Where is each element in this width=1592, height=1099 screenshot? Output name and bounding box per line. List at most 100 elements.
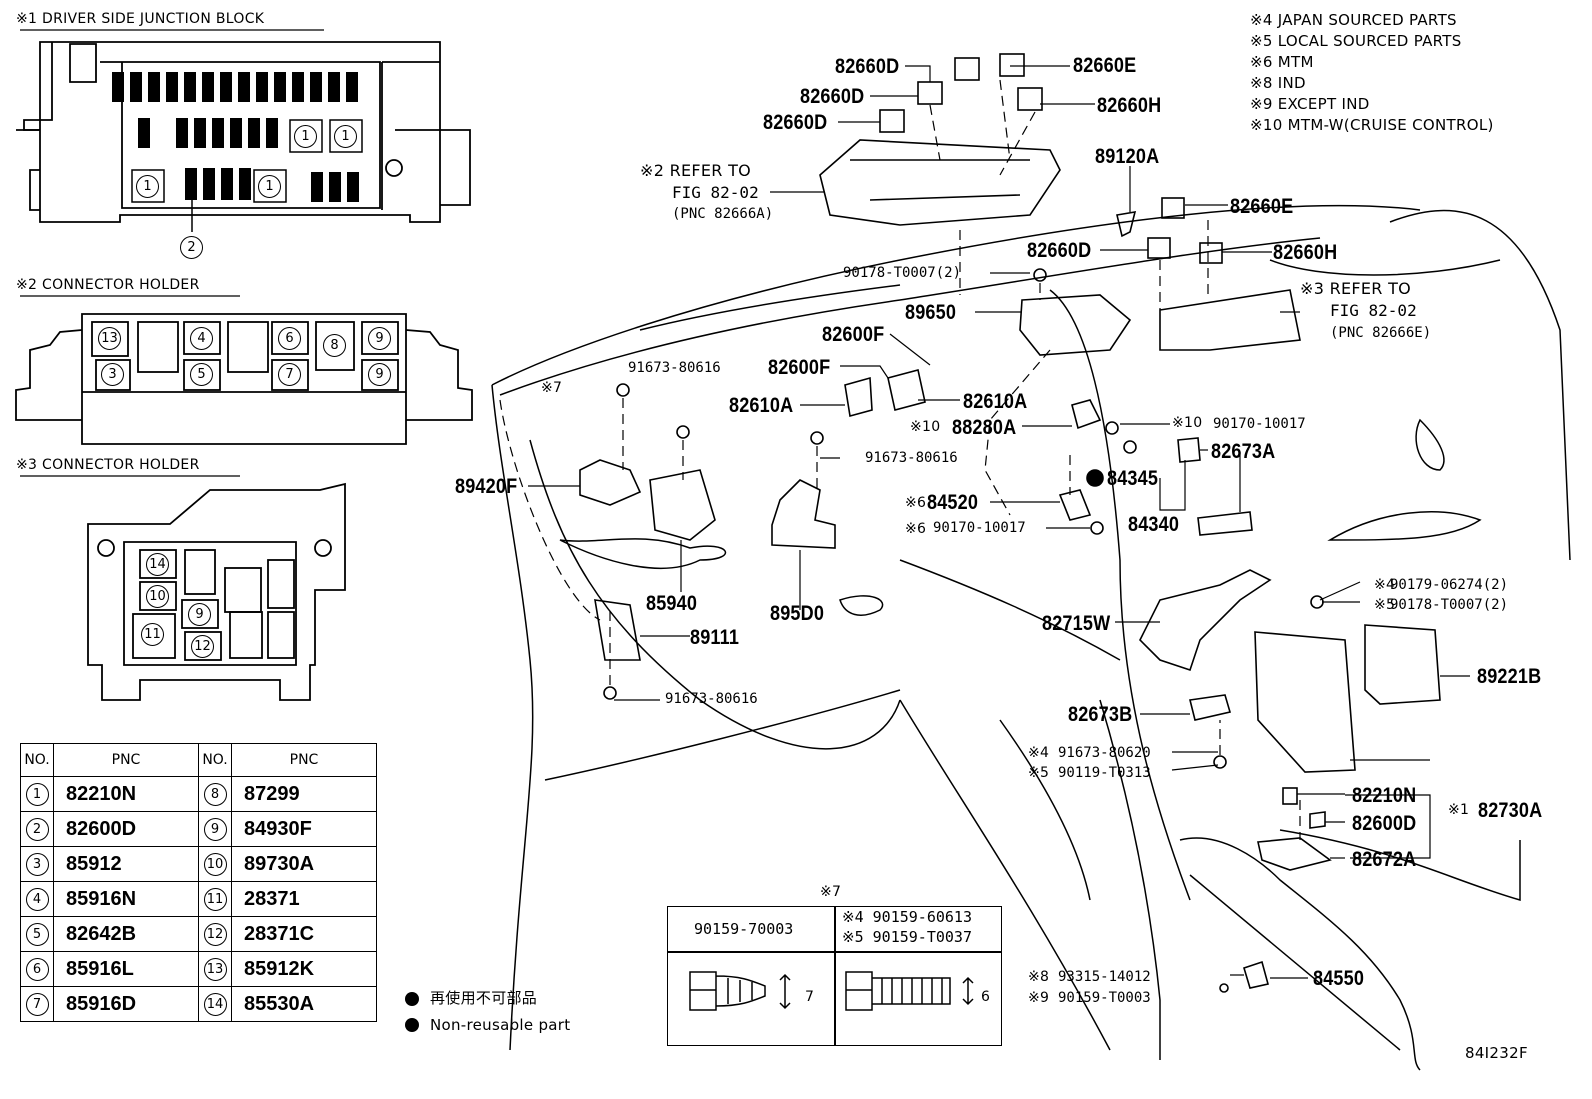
part-85940[interactable]: 85940 [646,592,698,615]
table-row: 7 85916D 14 85530A [20,986,377,1022]
jb-callout: 1 [258,175,281,198]
part-88280A[interactable]: 88280A [952,416,1017,439]
part-89120A[interactable]: 89120A [1095,145,1160,168]
holder2-callout: 3 [101,363,124,386]
row-no: 10 [203,852,227,876]
ref-fig-82-02-a: ※2 REFER TO [640,161,752,180]
holder2-callout: 9 [368,363,391,386]
part-84345[interactable]: 84345 [1107,467,1159,490]
small-part-90170[interactable]: 90170-10017 [933,520,1026,536]
row-pnc[interactable]: 85912K [231,951,377,987]
pnc-table: NO. PNC NO. PNC 1 82210N 8 87299 2 82600… [20,743,377,1022]
part-82660D[interactable]: 82660D [763,111,828,134]
part-895D0[interactable]: 895D0 [770,602,825,625]
row-pnc[interactable]: 89730A [231,846,377,882]
marker-4: ※4 [1028,745,1050,761]
row-pnc[interactable]: 87299 [231,776,377,812]
table-row: 6 85916L 13 85912K [20,951,377,987]
marker-8: ※8 [1028,969,1050,985]
dashboard-outline-drawing [491,204,1571,1071]
row-no: 7 [25,992,49,1016]
part-82672A[interactable]: 82672A [1352,848,1417,871]
junction-block-fuses [112,72,359,202]
part-82730A[interactable]: 82730A [1478,799,1543,822]
row-no: 14 [203,992,227,1016]
row-pnc[interactable]: 28371 [231,881,377,917]
part-82660D[interactable]: 82660D [800,85,865,108]
small-part-90119[interactable]: 90119-T0313 [1058,765,1151,781]
small-part-91673[interactable]: 91673-80616 [865,450,958,466]
small-part-93315[interactable]: 93315-14012 [1058,969,1151,985]
row-pnc[interactable]: 82210N [53,776,199,812]
connector-holder-2-title: ※2 CONNECTOR HOLDER [16,277,200,293]
part-82600F[interactable]: 82600F [768,356,831,379]
jb-callout: 2 [180,236,203,259]
marker-5: ※5 [1374,597,1396,613]
small-part-90179[interactable]: 90179-06274(2) [1390,577,1509,593]
bolt-left-part[interactable]: 90159-70003 [694,920,794,938]
row-no: 2 [25,817,49,841]
row-pnc[interactable]: 28371C [231,916,377,952]
ref-fig-82-02-e-pnc: (PNC 82666E) [1330,325,1432,341]
small-part-91673[interactable]: 91673-80616 [628,360,721,376]
marker-6: ※6 [905,521,927,537]
marker-1: ※1 [1448,802,1470,818]
part-82660D[interactable]: 82660D [1027,239,1092,262]
part-82660H[interactable]: 82660H [1273,241,1338,264]
note-local-sourced: ※5 LOCAL SOURCED PARTS [1250,32,1462,50]
row-pnc[interactable]: 85912 [53,846,199,882]
part-89221B[interactable]: 89221B [1477,665,1542,688]
jb-callout: 1 [334,125,357,148]
ref-fig-82-02-e-fig: FIG 82-02 [1330,301,1417,320]
part-89420F[interactable]: 89420F [455,475,518,498]
small-part-90170[interactable]: 90170-10017 [1213,416,1306,432]
part-89111[interactable]: 89111 [690,626,740,649]
part-82610A[interactable]: 82610A [963,390,1028,413]
note-except-ind: ※9 EXCEPT IND [1250,95,1370,113]
part-84340[interactable]: 84340 [1128,513,1180,536]
holder2-callout: 4 [190,327,213,350]
part-84550[interactable]: 84550 [1313,967,1365,990]
bolt-right-part-a[interactable]: ※4 90159-60613 [842,908,972,926]
table-header-pnc: PNC [53,743,199,777]
part-82660E[interactable]: 82660E [1073,54,1137,77]
note-ind: ※8 IND [1250,74,1306,92]
row-pnc[interactable]: 85916D [53,986,199,1022]
junction-block-drawing [16,41,471,223]
bolt-right-part-b[interactable]: ※5 90159-T0037 [842,928,972,946]
small-part-90178[interactable]: 90178-T0007(2) [843,265,962,281]
part-82600D[interactable]: 82600D [1352,812,1417,835]
part-82715W[interactable]: 82715W [1042,612,1111,635]
row-no: 6 [25,957,49,981]
part-82660H[interactable]: 82660H [1097,94,1162,117]
small-part-90178[interactable]: 90178-T0007(2) [1390,597,1509,613]
part-82673B[interactable]: 82673B [1068,703,1133,726]
table-row: 3 85912 10 89730A [20,846,377,882]
connector-holder-2-drawing [15,313,473,445]
small-part-91673[interactable]: 91673-80616 [665,691,758,707]
marker-6: ※6 [905,495,927,511]
part-82660E[interactable]: 82660E [1230,195,1294,218]
part-89650[interactable]: 89650 [905,301,957,324]
part-82610A[interactable]: 82610A [729,394,794,417]
small-part-91673-80620[interactable]: 91673-80620 [1058,745,1151,761]
part-82673A[interactable]: 82673A [1211,440,1276,463]
row-pnc[interactable]: 84930F [231,811,377,847]
part-82210N[interactable]: 82210N [1352,784,1417,807]
small-part-90159-t0003[interactable]: 90159-T0003 [1058,990,1151,1006]
row-pnc[interactable]: 85916L [53,951,199,987]
row-pnc[interactable]: 85916N [53,881,199,917]
row-pnc[interactable]: 82600D [53,811,199,847]
row-pnc[interactable]: 85530A [231,986,377,1022]
connector-holder-3-title: ※3 CONNECTOR HOLDER [16,457,200,473]
part-82660D[interactable]: 82660D [835,55,900,78]
part-82600F[interactable]: 82600F [822,323,885,346]
legend-non-reusable-en: Non-reusable part [430,1016,571,1034]
note-mtm-w: ※10 MTM-W(CRUISE CONTROL) [1250,116,1494,134]
component-drawings [579,53,1441,993]
holder3-callout: 11 [141,623,164,646]
row-pnc[interactable]: 82642B [53,916,199,952]
row-no: 12 [203,922,227,946]
part-84520[interactable]: 84520 [927,491,979,514]
